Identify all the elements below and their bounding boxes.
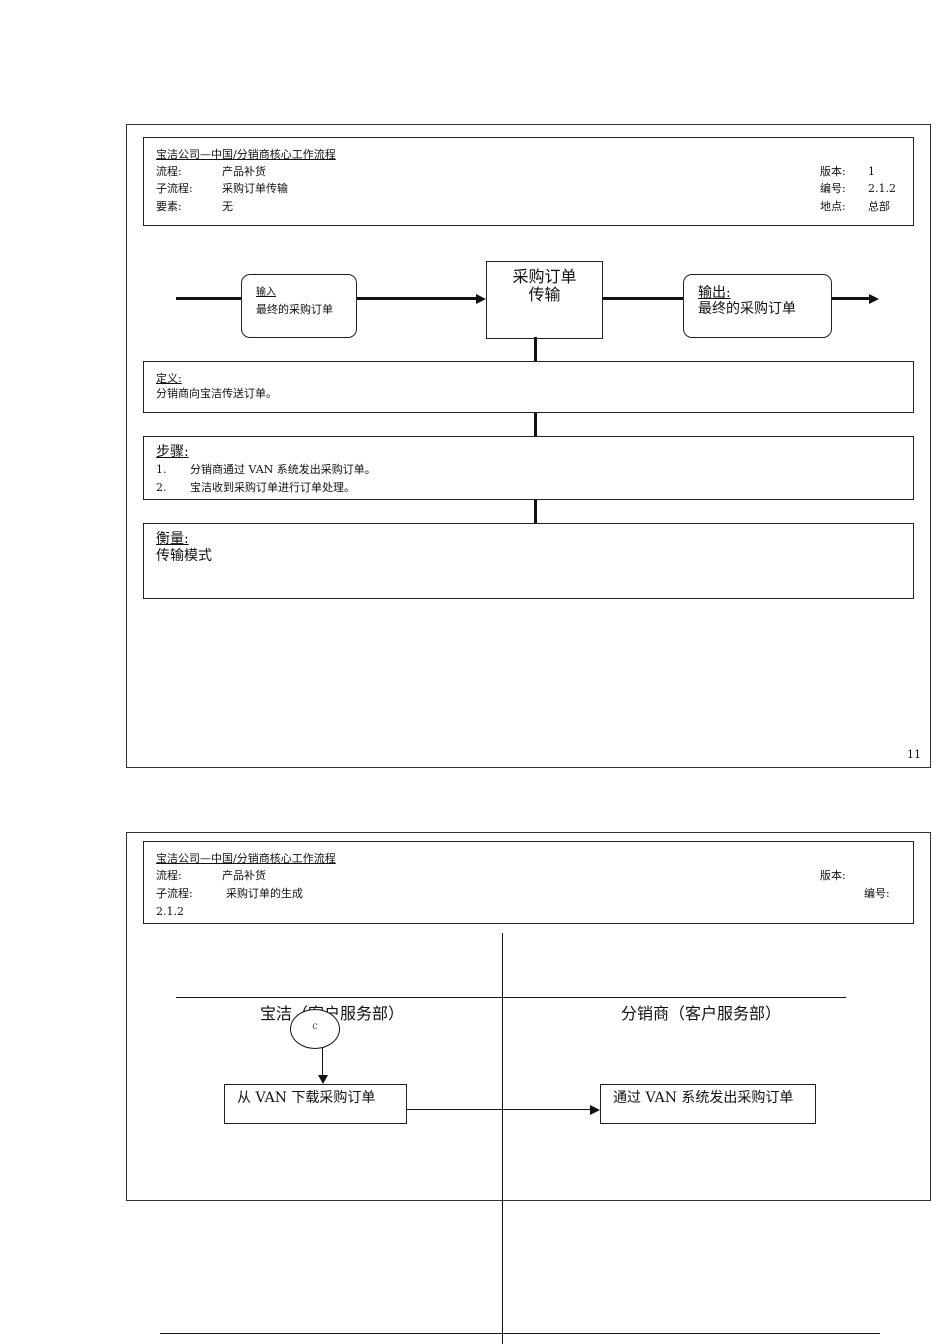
- flow-line-mid-left: [355, 297, 476, 300]
- arrow-head-right: [590, 1105, 600, 1115]
- download-order-box: 从 VAN 下载采购订单: [224, 1084, 407, 1124]
- output-title: 输出:: [698, 285, 731, 301]
- arrow-head-to-process: [476, 294, 486, 304]
- process-box: 采购订单 传输: [486, 261, 603, 339]
- lane-top-rule: [176, 997, 846, 998]
- input-text: 最终的采购订单: [256, 303, 333, 316]
- output-text: 最终的采购订单: [698, 301, 796, 317]
- output-box: 输出: 最终的采购订单: [683, 274, 832, 338]
- issue-order-text: 通过 VAN 系统发出采购订单: [613, 1090, 794, 1106]
- header-title: 宝洁公司—中国/分销商核心工作流程: [156, 148, 336, 161]
- lane-right-title: 分销商（客户服务部）: [621, 1004, 782, 1023]
- measure-text: 传输模式: [156, 548, 212, 564]
- connector-label: C: [312, 1023, 318, 1031]
- arrow-head-down: [318, 1075, 328, 1084]
- version-value: 1: [868, 165, 875, 178]
- location-value: 总部: [868, 200, 890, 213]
- version-label: 版本:: [820, 869, 846, 882]
- location-label: 地点:: [820, 200, 846, 213]
- arrow-head-output: [869, 294, 879, 304]
- subflow-label: 子流程:: [156, 182, 193, 195]
- flow-line-right: [830, 297, 870, 300]
- subflow-value: 采购订单传输: [222, 182, 288, 195]
- page-2-sheet: [126, 832, 931, 1201]
- code-value: 2.1.2: [868, 182, 896, 195]
- step-1-number: 1.: [156, 463, 167, 476]
- flow-label: 流程:: [156, 165, 182, 178]
- lane-bottom-rule: [160, 1333, 880, 1334]
- definition-title: 定义:: [156, 372, 182, 385]
- code-continued: 2.1.2: [156, 905, 184, 918]
- lane-divider: [502, 933, 503, 1344]
- measure-box: 衡量: 传输模式: [143, 523, 914, 599]
- flow-line-left: [176, 297, 242, 300]
- process-line-2: 传输: [528, 285, 561, 304]
- flow-value: 产品补货: [222, 165, 266, 178]
- page-number: 11: [907, 748, 921, 761]
- input-title: 输入: [256, 287, 276, 298]
- version-label: 版本:: [820, 165, 846, 178]
- issue-order-box: 通过 VAN 系统发出采购订单: [600, 1084, 816, 1124]
- element-value: 无: [222, 200, 233, 213]
- download-order-text: 从 VAN 下载采购订单: [237, 1090, 376, 1106]
- element-label: 要素:: [156, 200, 182, 213]
- definition-text: 分销商向宝洁传送订单。: [156, 387, 277, 400]
- subflow-label: 子流程:: [156, 887, 193, 900]
- flow-label: 流程:: [156, 869, 182, 882]
- page-1-header: 宝洁公司—中国/分销商核心工作流程 流程: 产品补货 子流程: 采购订单传输 要…: [143, 137, 914, 226]
- connector-process-definition: [534, 337, 537, 361]
- steps-box: 步骤: 1. 分销商通过 VAN 系统发出采购订单。 2. 宝洁收到采购订单进行…: [143, 436, 914, 500]
- subflow-value: 采购订单的生成: [226, 887, 303, 900]
- code-label: 编号:: [864, 887, 890, 900]
- flow-line-mid-right: [601, 297, 684, 300]
- step-2-text: 宝洁收到采购订单进行订单处理。: [190, 481, 355, 494]
- connector-circle: C: [290, 1009, 340, 1049]
- process-line-1: 采购订单: [512, 267, 577, 286]
- definition-box: 定义: 分销商向宝洁传送订单。: [143, 361, 914, 413]
- page-2-header: 宝洁公司—中国/分销商核心工作流程 流程: 产品补货 子流程: 采购订单的生成 …: [143, 841, 914, 924]
- lane-connector-line: [406, 1109, 591, 1110]
- steps-title: 步骤:: [156, 444, 189, 460]
- input-box: 输入 最终的采购订单: [241, 274, 357, 338]
- code-label: 编号:: [820, 182, 846, 195]
- measure-title: 衡量:: [156, 531, 189, 547]
- step-1-text: 分销商通过 VAN 系统发出采购订单。: [190, 463, 376, 476]
- connector-steps-measure: [534, 498, 537, 523]
- connector-down-line: [322, 1048, 323, 1076]
- step-2-number: 2.: [156, 481, 167, 494]
- connector-definition-steps: [534, 411, 537, 436]
- header-title: 宝洁公司—中国/分销商核心工作流程: [156, 852, 336, 865]
- flow-value: 产品补货: [222, 869, 266, 882]
